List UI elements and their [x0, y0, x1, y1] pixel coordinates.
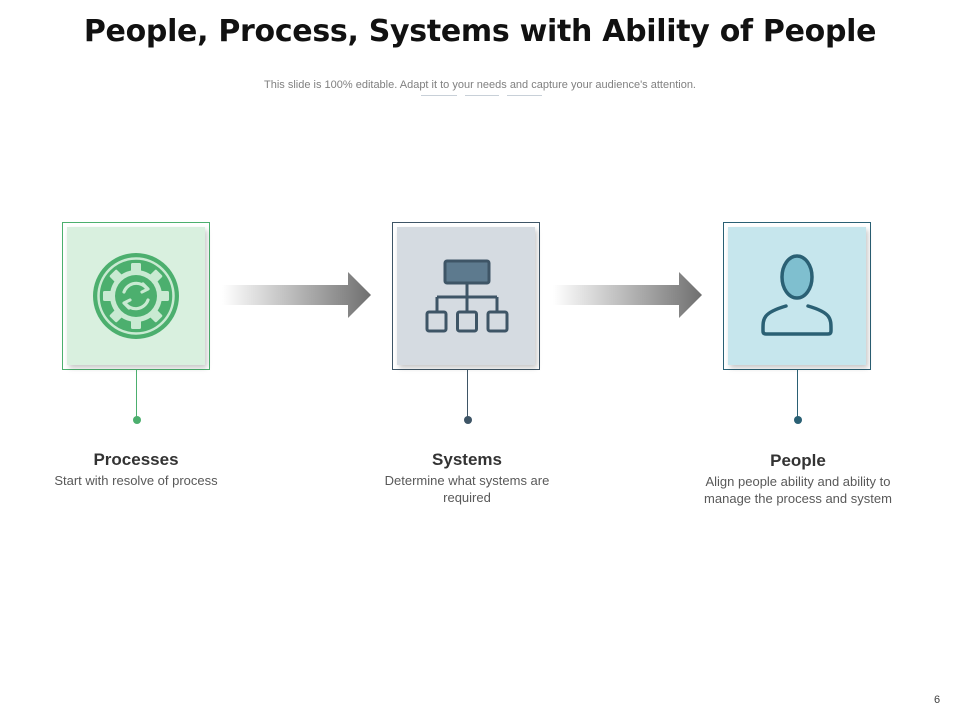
- person-icon: [761, 254, 833, 336]
- arrow-right-icon: [222, 272, 371, 318]
- slide-subtitle: This slide is 100% editable. Adapt it to…: [264, 79, 696, 91]
- step-description: Start with resolve of process: [54, 473, 218, 488]
- step-card: [62, 222, 210, 370]
- connector-dot: [133, 416, 141, 424]
- step-card-tile: [67, 227, 205, 365]
- step-description: Align people ability and ability to mana…: [704, 474, 892, 506]
- step-label: Processes: [93, 450, 179, 469]
- decorative-underline: [421, 95, 457, 96]
- decorative-underline: [465, 95, 499, 96]
- step-label: People: [770, 451, 826, 470]
- page-number: 6: [933, 694, 941, 706]
- connector-line: [797, 370, 798, 420]
- decorative-underline: [507, 95, 542, 96]
- connector-line: [467, 370, 468, 420]
- arrow-right-icon: [553, 272, 702, 318]
- connector-line: [136, 370, 137, 420]
- connector-dot: [464, 416, 472, 424]
- step-description: Determine what systems are required: [384, 473, 550, 505]
- step-card: [723, 222, 871, 370]
- hierarchy-icon: [425, 259, 509, 333]
- step-label: Systems: [432, 450, 502, 469]
- step-card: [392, 222, 540, 370]
- connector-dot: [794, 416, 802, 424]
- slide-title: People, Process, Systems with Ability of…: [83, 14, 877, 49]
- gear-refresh-icon: [93, 253, 179, 339]
- step-card-tile: [397, 227, 535, 365]
- step-card-tile: [728, 227, 866, 365]
